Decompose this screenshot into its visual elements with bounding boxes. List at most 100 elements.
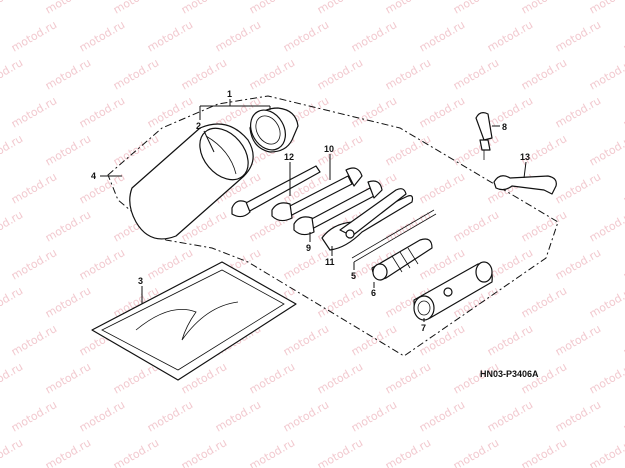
watermark-text: motod.ru xyxy=(9,94,59,130)
hook-wrench xyxy=(493,175,557,195)
watermark-text: motod.ru xyxy=(451,436,501,468)
watermark-text: motod.ru xyxy=(417,170,467,206)
watermark-text: motod.ru xyxy=(485,398,535,434)
watermark-text: motod.ru xyxy=(621,94,625,130)
watermark-text: motod.ru xyxy=(451,132,501,168)
watermark-text: motod.ru xyxy=(9,398,59,434)
watermark-text: motod.ru xyxy=(621,398,625,434)
watermark-text: motod.ru xyxy=(179,56,229,92)
watermark-text: motod.ru xyxy=(485,322,535,358)
watermark-text: motod.ru xyxy=(621,170,625,206)
watermark-text: motod.ru xyxy=(0,436,25,468)
watermark-text: motod.ru xyxy=(417,398,467,434)
watermark-text: motod.ru xyxy=(451,208,501,244)
callout-1: 1 xyxy=(227,89,232,99)
callout-5: 5 xyxy=(351,271,356,281)
watermark-text: motod.ru xyxy=(315,56,365,92)
kit-boundary xyxy=(107,95,559,357)
watermark-text: motod.ru xyxy=(77,18,127,54)
watermark-text: motod.ru xyxy=(315,0,365,17)
watermark-text: motod.ru xyxy=(43,436,93,468)
tool-bag xyxy=(129,123,254,240)
callout-7: 7 xyxy=(421,323,426,333)
watermark-text: motod.ru xyxy=(145,246,195,282)
watermark-text: motod.ru xyxy=(43,56,93,92)
watermark-text: motod.ru xyxy=(587,0,625,17)
screwdriver-handle xyxy=(371,238,433,281)
watermark-text: motod.ru xyxy=(247,56,297,92)
watermark-text: motod.ru xyxy=(9,18,59,54)
watermark-text: motod.ru xyxy=(315,360,365,396)
watermark-text: motod.ru xyxy=(0,208,25,244)
watermark-text: motod.ru xyxy=(179,436,229,468)
watermark-text: motod.ru xyxy=(213,18,263,54)
watermark-text: motod.ru xyxy=(485,94,535,130)
watermark-text: motod.ru xyxy=(247,436,297,468)
callout-6: 6 xyxy=(371,288,376,298)
watermark-text: motod.ru xyxy=(553,170,603,206)
watermark-text: motod.ru xyxy=(111,436,161,468)
watermark-text: motod.ru xyxy=(9,246,59,282)
watermark-text: motod.ru xyxy=(77,94,127,130)
tool-bag-cap xyxy=(249,107,299,153)
watermark-text: motod.ru xyxy=(519,284,569,320)
watermark-text: motod.ru xyxy=(213,398,263,434)
watermark-text: motod.ru xyxy=(281,18,331,54)
watermark-text: motod.ru xyxy=(451,56,501,92)
watermark-text: motod.ru xyxy=(43,284,93,320)
callout-4: 4 xyxy=(91,171,96,181)
watermark-text: motod.ru xyxy=(587,208,625,244)
watermark-text: motod.ru xyxy=(0,0,25,17)
watermark-text: motod.ru xyxy=(383,0,433,17)
watermark-text: motod.ru xyxy=(145,398,195,434)
callout-13: 13 xyxy=(520,152,530,162)
watermark-text: motod.ru xyxy=(553,18,603,54)
watermark-text: motod.ru xyxy=(587,56,625,92)
watermark-text: motod.ru xyxy=(0,360,25,396)
watermark-text: motod.ru xyxy=(111,0,161,17)
watermark-text: motod.ru xyxy=(383,132,433,168)
callout-10: 10 xyxy=(324,144,334,154)
watermark-text: motod.ru xyxy=(43,0,93,17)
watermark-text: motod.ru xyxy=(587,436,625,468)
callout-8: 8 xyxy=(502,122,507,132)
watermark-text: motod.ru xyxy=(621,246,625,282)
wrench-12 xyxy=(231,165,321,218)
pin-spanner xyxy=(475,112,493,160)
callout-11: 11 xyxy=(325,257,335,267)
watermark-text: motod.ru xyxy=(519,56,569,92)
watermark-text: motod.ru xyxy=(0,132,25,168)
leader-lines xyxy=(100,99,527,322)
manual-pouch xyxy=(91,261,297,381)
watermark-text: motod.ru xyxy=(9,322,59,358)
screwdriver xyxy=(351,209,437,263)
watermark-text: motod.ru xyxy=(553,246,603,282)
watermark-text: motod.ru xyxy=(451,0,501,17)
watermark-text: motod.ru xyxy=(145,94,195,130)
watermark-text: motod.ru xyxy=(0,56,25,92)
watermark-text: motod.ru xyxy=(587,360,625,396)
watermark-text: motod.ru xyxy=(553,94,603,130)
watermark-text: motod.ru xyxy=(417,18,467,54)
watermark-text: motod.ru xyxy=(179,0,229,17)
watermark-text: motod.ru xyxy=(417,94,467,130)
wrench-9 xyxy=(293,180,383,236)
callout-12: 12 xyxy=(284,152,294,162)
watermark-text: motod.ru xyxy=(383,436,433,468)
watermark-text: motod.ru xyxy=(111,56,161,92)
callout-9: 9 xyxy=(306,243,311,253)
watermark-text: motod.ru xyxy=(383,360,433,396)
watermark-text: motod.ru xyxy=(9,170,59,206)
watermark-text: motod.ru xyxy=(553,322,603,358)
watermark-text: motod.ru xyxy=(383,56,433,92)
callout-2: 2 xyxy=(196,121,201,131)
watermark-text: motod.ru xyxy=(519,132,569,168)
pliers xyxy=(321,188,414,251)
callout-3: 3 xyxy=(138,276,143,286)
watermark-text: motod.ru xyxy=(315,436,365,468)
watermark-text: motod.ru xyxy=(77,246,127,282)
watermark-text: motod.ru xyxy=(247,0,297,17)
